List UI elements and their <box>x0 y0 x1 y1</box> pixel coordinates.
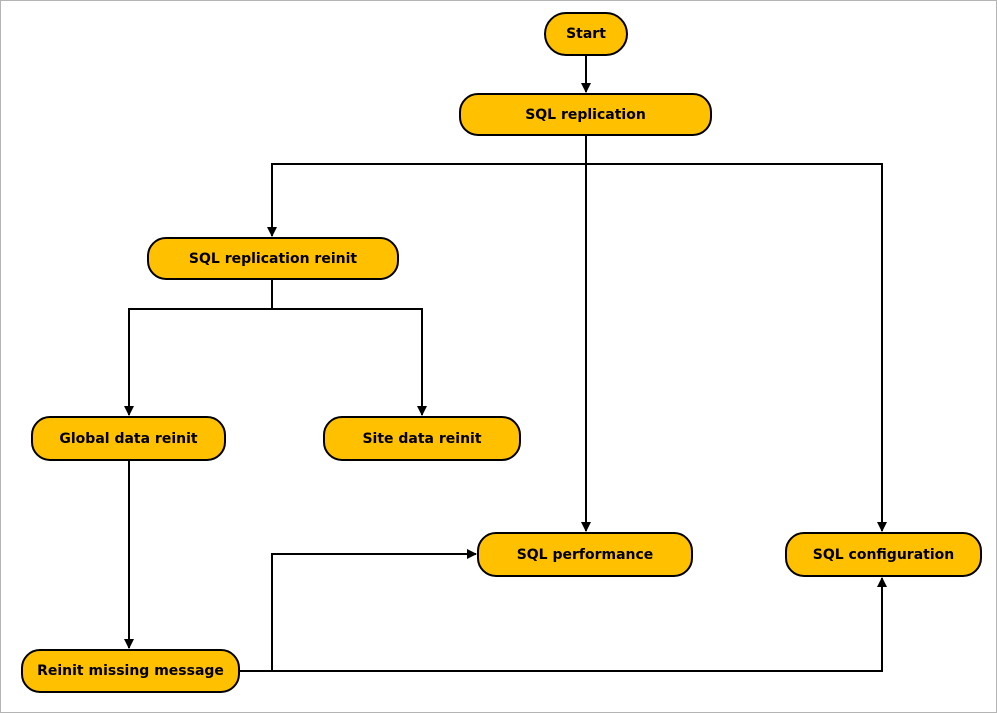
reinit-missing-message-node: Reinit missing message <box>21 649 240 693</box>
edge-reinit-to-site <box>272 308 427 416</box>
edge-sql-replication-to-configuration <box>586 163 887 532</box>
edge-sql-replication-to-reinit <box>267 136 587 237</box>
sql-replication-reinit-node: SQL replication reinit <box>147 237 399 280</box>
edge-missing-to-configuration <box>272 577 887 672</box>
sql-configuration-node: SQL configuration <box>785 532 982 577</box>
global-data-reinit-node: Global data reinit <box>31 416 226 461</box>
edge-reinit-to-global <box>124 280 273 416</box>
site-data-reinit-node: Site data reinit <box>323 416 521 461</box>
edge-missing-to-performance <box>240 549 477 672</box>
sql-performance-node: SQL performance <box>477 532 693 577</box>
start-node: Start <box>544 12 628 56</box>
sql-replication-node: SQL replication <box>459 93 712 136</box>
